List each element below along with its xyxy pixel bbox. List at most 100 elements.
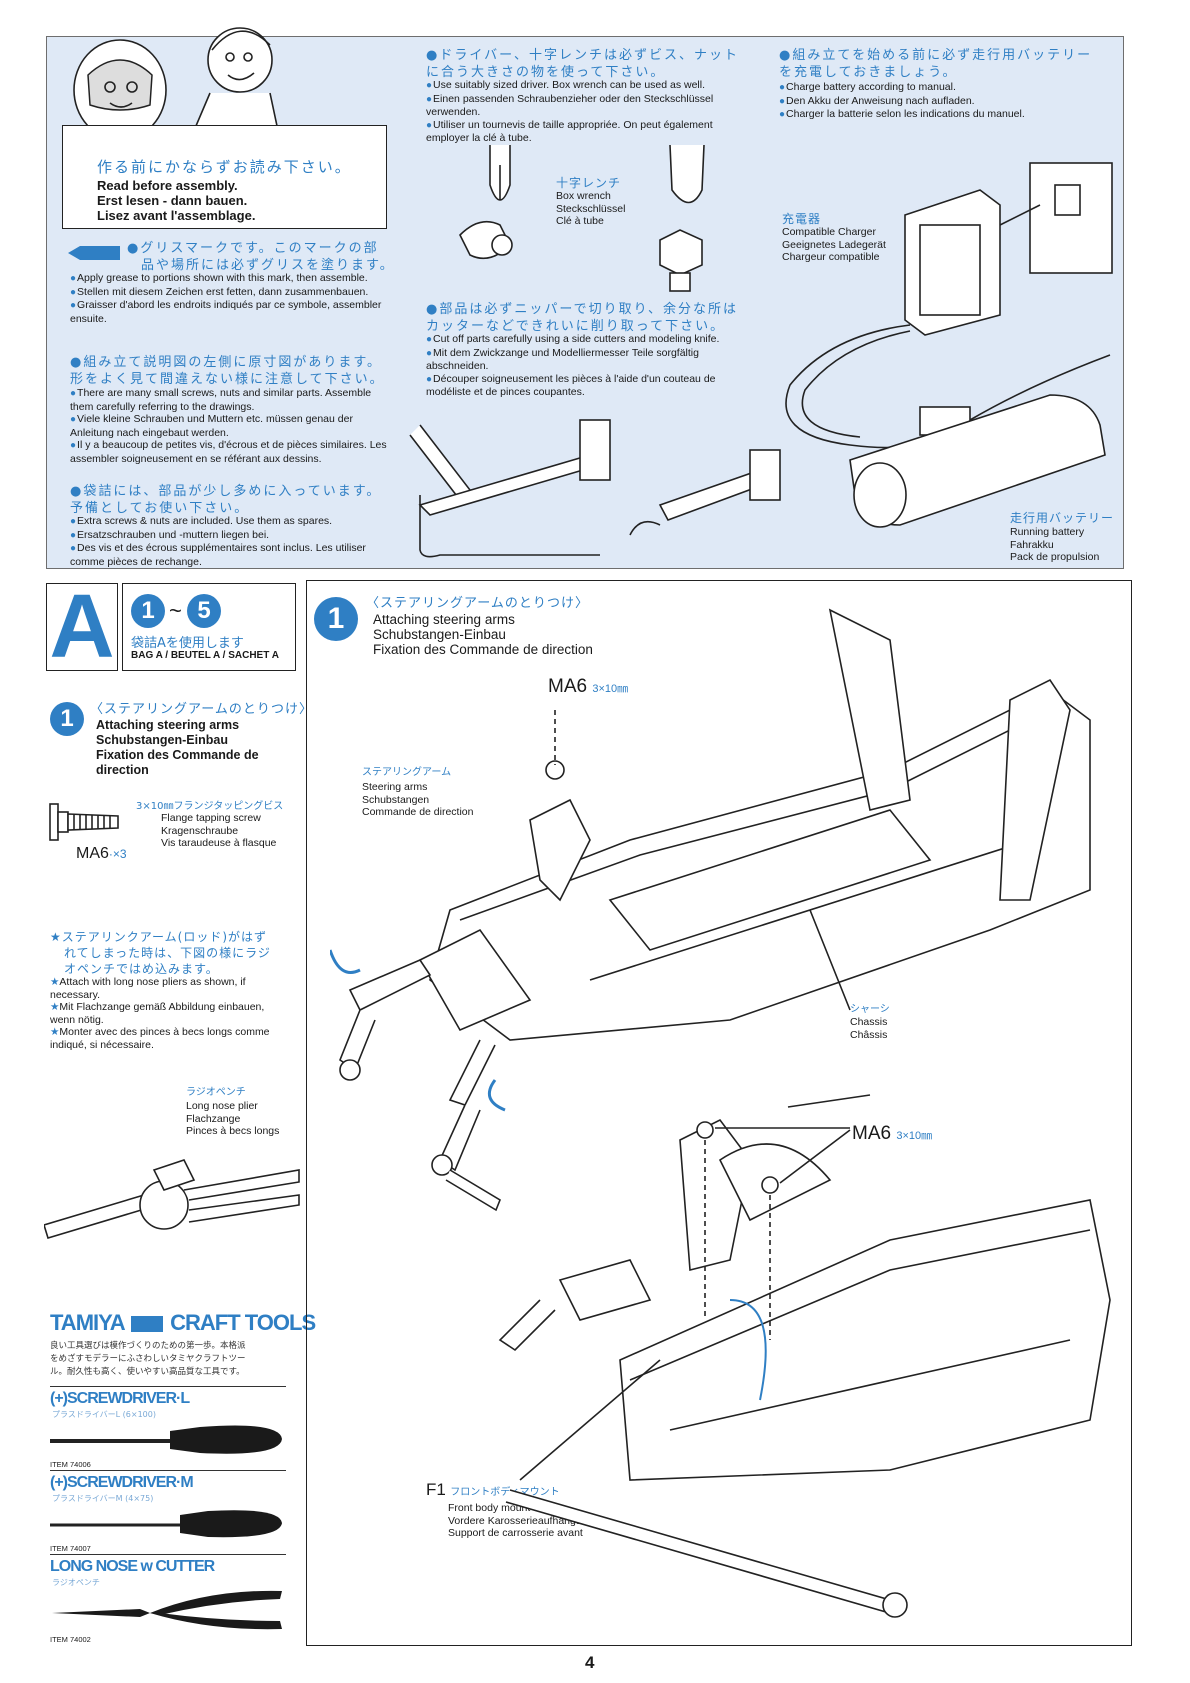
actual-size-en: There are many small screws, nuts and si…	[70, 387, 390, 413]
battery-translations: Charge battery according to manual. Den …	[779, 81, 1109, 122]
grease-jp-2: 品や場所には必ずグリスを塗ります。	[141, 258, 395, 273]
flange-screw-en: Flange tapping screw	[161, 812, 261, 824]
left-step-title-en: Attaching steering arms	[96, 718, 240, 732]
actual-size-fr: Il y a beaucoup de petites vis, d'écrous…	[70, 439, 390, 465]
driver-fr: Utiliser un tournevis de taille appropri…	[426, 119, 748, 145]
screw-code: MA6	[76, 845, 109, 862]
chassis-jp: シャーシ	[850, 1004, 890, 1015]
front-body-mount-callout: F1 フロントボディマウント	[426, 1480, 560, 1500]
tool-item-number: ITEM 74007	[50, 1544, 91, 1553]
chassis-labels: Chassis Châssis	[850, 1016, 887, 1041]
actual-size-de: Viele kleine Schrauben und Muttern etc. …	[70, 413, 390, 439]
grease-jp-1: ●グリスマークです。このマークの部	[127, 241, 379, 256]
front-body-mount-fr: Support de carrosserie avant	[448, 1527, 583, 1539]
tool-item-screwdriver-m: (+)SCREWDRIVER·M プラスドライバーM (4×75) ITEM 7…	[50, 1470, 286, 1555]
box-wrench-fr: Clé à tube	[556, 215, 604, 227]
screwdriver-m-icon	[50, 1510, 282, 1538]
main-step-number: 1	[314, 597, 358, 641]
craft-tools-brand-tamiya: TAMIYA	[50, 1310, 125, 1335]
tool-item-long-nose-cutter: LONG NOSE w CUTTER ラジオペンチ ITEM 74002	[50, 1554, 286, 1645]
grease-translations: Apply grease to portions shown with this…	[70, 272, 390, 325]
screw-qty: ·×3	[108, 847, 127, 861]
chassis-assembly-illustration	[330, 608, 1111, 1618]
long-nose-pliers-icon	[52, 1590, 282, 1630]
box-wrench-labels: Box wrench Steckschlüssel Clé à tube	[556, 190, 625, 228]
tip-jp-2: れてしまった時は、下図の様にラジ	[64, 946, 271, 960]
main-step-titles: Attaching steering arms Schubstangen-Ein…	[373, 612, 593, 657]
craft-tools-desc-3: ル。耐久性も高く、使いやすい高品質な工具です。	[50, 1367, 245, 1377]
pliers-en: Long nose plier	[186, 1100, 258, 1112]
spares-fr: Des vis et des écrous supplémentaires so…	[70, 542, 390, 568]
cutting-fr: Découper soigneusement les pièces à l'ai…	[426, 373, 748, 399]
craft-tools-desc-1: 良い工具選びは模作づくりのための第一歩。本格派	[50, 1341, 246, 1351]
ma6-callout-top: MA6 3×10㎜	[548, 676, 628, 698]
left-step-title-fr: Fixation des Commande de direction	[96, 748, 259, 777]
flange-screw-fr: Vis taraudeuse à flasque	[161, 837, 277, 849]
driver-de: Einen passenden Schraubenzieher oder den…	[426, 93, 748, 119]
tool-item-screwdriver-l: (+)SCREWDRIVER·L プラスドライバーL (6×100) ITEM …	[50, 1386, 286, 1471]
spares-translations: Extra screws & nuts are included. Use th…	[70, 515, 390, 568]
running-battery-fr: Pack de propulsion	[1010, 551, 1100, 563]
steering-arms-labels: Steering arms Schubstangen Commande de d…	[362, 781, 473, 819]
left-step-title-jp: 〈ステアリングアームのとりつけ〉	[90, 702, 313, 717]
pliers-fr: Pinces à becs longs	[186, 1125, 280, 1137]
driver-en: Use suitably sized driver. Box wrench ca…	[426, 79, 748, 93]
bag-letter-box: A	[46, 577, 118, 677]
tool-item-number: ITEM 74006	[50, 1460, 91, 1469]
tip-jp-1: ★ステアリンクアーム(ロッド)がはず	[50, 930, 268, 944]
battery-fr: Charger la batterie selon les indication…	[779, 108, 1109, 122]
ma6-size: 3×10㎜	[592, 683, 629, 695]
tool-name: (+)SCREWDRIVER·L	[50, 1390, 190, 1407]
cutting-de: Mit dem Zwickzange und Modelliermesser T…	[426, 347, 748, 373]
craft-tools-brand-name: CRAFT TOOLS	[170, 1310, 316, 1335]
running-battery-de: Fahrakku	[1010, 538, 1054, 551]
ma6-code: MA6	[852, 1123, 892, 1144]
pliers-labels: Long nose plier Flachzange Pinces à becs…	[186, 1100, 279, 1138]
grease-en: Apply grease to portions shown with this…	[70, 272, 390, 286]
step-range-tilde: ~	[169, 598, 182, 623]
notice-de: Erst lesen - dann bauen.	[97, 193, 248, 208]
flange-screw-de: Kragenschraube	[161, 824, 239, 837]
main-step-title-de: Schubstangen-Einbau	[373, 627, 506, 642]
box-wrench-de: Steckschlüssel	[556, 202, 626, 215]
driver-jp-2: に合う大きさの物を使って下さい。	[426, 65, 666, 80]
flange-screw-jp: 3×10㎜フランジタッピングビス	[136, 801, 284, 812]
battery-de: Den Akku der Anweisung nach aufladen.	[779, 95, 1109, 109]
tip-jp-3: オペンチではめ込みます。	[64, 962, 219, 976]
cutting-translations: Cut off parts carefully using a side cut…	[426, 333, 748, 399]
charger-en: Compatible Charger	[782, 226, 876, 238]
main-step-title-en: Attaching steering arms	[373, 612, 515, 627]
running-battery-en: Running battery	[1010, 526, 1085, 538]
cutting-en: Cut off parts carefully using a side cut…	[426, 333, 748, 347]
cutting-jp-1: ●部品は必ずニッパーで切り取り、余分な所は	[426, 302, 739, 317]
pliers-attaching-illustration	[44, 1159, 300, 1239]
tamiya-star-logo-icon	[130, 1316, 163, 1333]
craft-tools-brand: TAMIYA CRAFT TOOLS	[50, 1310, 316, 1336]
charger-and-battery-illustration	[785, 162, 1113, 528]
ma6-callout-bottom: MA6 3×10㎜	[852, 1123, 932, 1145]
bag-jp: 袋詰Aを使用します	[131, 636, 244, 651]
tool-jp: プラスドライバーM (4×75)	[52, 1494, 154, 1503]
flange-screw-code: MA6·×3	[76, 845, 127, 863]
cutting-parts-illustration	[409, 419, 781, 558]
steering-arms-jp: ステアリングアーム	[362, 767, 452, 778]
bag-label: BAG A / BEUTEL A / SACHET A	[131, 650, 279, 661]
read-before-assembly-box: 作る前にかならずお読み下さい。 Read before assembly. Er…	[62, 125, 387, 229]
actual-size-translations: There are many small screws, nuts and si…	[70, 387, 390, 465]
front-body-mount-jp: フロントボディマウント	[450, 1487, 560, 1498]
spares-jp-1: ●袋詰には、部品が少し多めに入っています。	[70, 484, 382, 499]
grease-fr: Graisser d'abord les endroits indiqués p…	[70, 299, 390, 325]
running-battery-labels: Running battery Fahrakku Pack de propuls…	[1010, 526, 1099, 564]
spares-en: Extra screws & nuts are included. Use th…	[70, 515, 390, 529]
pliers-jp: ラジオペンチ	[186, 1087, 246, 1098]
driver-jp-1: ●ドライバー、十字レンチは必ずビス、ナット	[426, 48, 739, 63]
ma6-code: MA6	[548, 676, 588, 697]
steering-arms-de: Schubstangen	[362, 793, 430, 806]
left-step-titles: Attaching steering arms Schubstangen-Ein…	[96, 718, 286, 778]
charger-fr: Chargeur compatible	[782, 251, 880, 263]
driver-translations: Use suitably sized driver. Box wrench ca…	[426, 79, 748, 145]
bag-letter: A	[49, 577, 115, 677]
battery-en: Charge battery according to manual.	[779, 81, 1109, 95]
chassis-en: Chassis	[850, 1016, 888, 1028]
tool-jp: ラジオペンチ	[52, 1578, 100, 1587]
